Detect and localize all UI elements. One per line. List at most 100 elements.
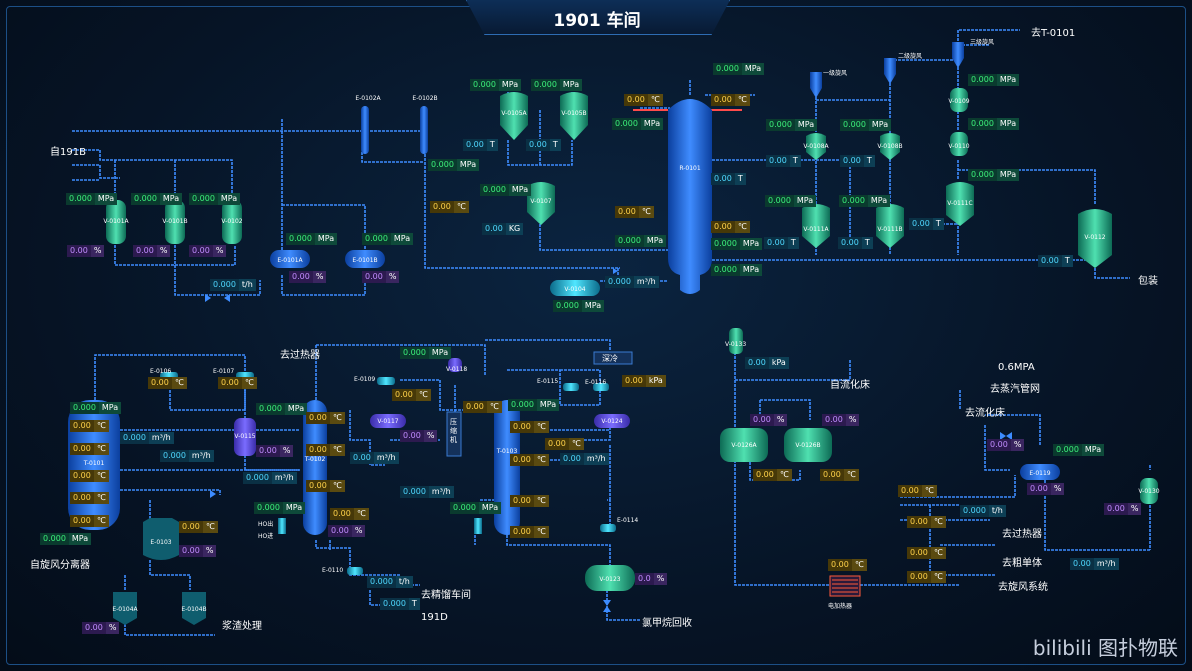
gauge-86[interactable]: 0.00% <box>750 414 788 426</box>
gauge-66[interactable]: 0.00% <box>328 525 366 537</box>
gauge-57[interactable]: 0.00℃ <box>148 377 187 389</box>
gauge-98[interactable]: 0.00℃ <box>907 547 946 559</box>
gauge-17[interactable]: 0.00℃ <box>430 201 469 213</box>
gauge-54[interactable]: 0.00℃ <box>179 521 218 533</box>
gauge-56[interactable]: 0.00% <box>82 622 120 634</box>
gauge-91[interactable]: 0.00% <box>987 439 1025 451</box>
gauge-62[interactable]: 0.00℃ <box>306 412 345 424</box>
gauge-4[interactable]: 0.00% <box>133 245 171 257</box>
gauge-99[interactable]: 0.00℃ <box>907 571 946 583</box>
gauge-74[interactable]: 0.00℃ <box>463 401 502 413</box>
gauge-58[interactable]: 0.00℃ <box>218 377 257 389</box>
gauge-90[interactable]: 0.00℃ <box>828 559 867 571</box>
gauge-65[interactable]: 0.00℃ <box>330 508 369 520</box>
gauge-55[interactable]: 0.00% <box>179 545 217 557</box>
gauge-81[interactable]: 0.00℃ <box>545 438 584 450</box>
gauge-5[interactable]: 0.00% <box>189 245 227 257</box>
gauge-10[interactable]: 0.00% <box>362 271 400 283</box>
gauge-87[interactable]: 0.00% <box>822 414 860 426</box>
gauge-46[interactable]: 0.00℃ <box>70 443 109 455</box>
gauge-9[interactable]: 0.00% <box>289 271 327 283</box>
gauge-94[interactable]: 0.00% <box>1104 503 1142 515</box>
gauge-70[interactable]: 0.00% <box>400 430 438 442</box>
gauge-93[interactable]: 0.00% <box>1027 483 1065 495</box>
gauge-88[interactable]: 0.00℃ <box>753 469 792 481</box>
gauge-78[interactable]: 0.00℃ <box>510 495 549 507</box>
gauge-96[interactable]: 0.00℃ <box>907 516 946 528</box>
gauge-3[interactable]: 0.00% <box>67 245 105 257</box>
gauge-47[interactable]: 0.00℃ <box>70 470 109 482</box>
gauge-21[interactable]: 0.00℃ <box>624 94 663 106</box>
gauge-48[interactable]: 0.00℃ <box>70 492 109 504</box>
gauge-89[interactable]: 0.00℃ <box>820 469 859 481</box>
gauge-69[interactable]: 0.00℃ <box>392 389 431 401</box>
gauge-79[interactable]: 0.00℃ <box>510 526 549 538</box>
gauge-77[interactable]: 0.00℃ <box>510 454 549 466</box>
gauge-28[interactable]: 0.00℃ <box>711 221 750 233</box>
gauge-76[interactable]: 0.00℃ <box>510 421 549 433</box>
gauge-95[interactable]: 0.00℃ <box>898 485 937 497</box>
gauge-49[interactable]: 0.00℃ <box>70 515 109 527</box>
gauge-24[interactable]: 0.00℃ <box>711 94 750 106</box>
gauge-84[interactable]: 0.0% <box>635 573 668 585</box>
gauge-63[interactable]: 0.00℃ <box>306 444 345 456</box>
gauge-64[interactable]: 0.00℃ <box>306 480 345 492</box>
gauge-26[interactable]: 0.00℃ <box>615 206 654 218</box>
gauge-45[interactable]: 0.00℃ <box>70 420 109 432</box>
gauge-60[interactable]: 0.00% <box>256 445 294 457</box>
